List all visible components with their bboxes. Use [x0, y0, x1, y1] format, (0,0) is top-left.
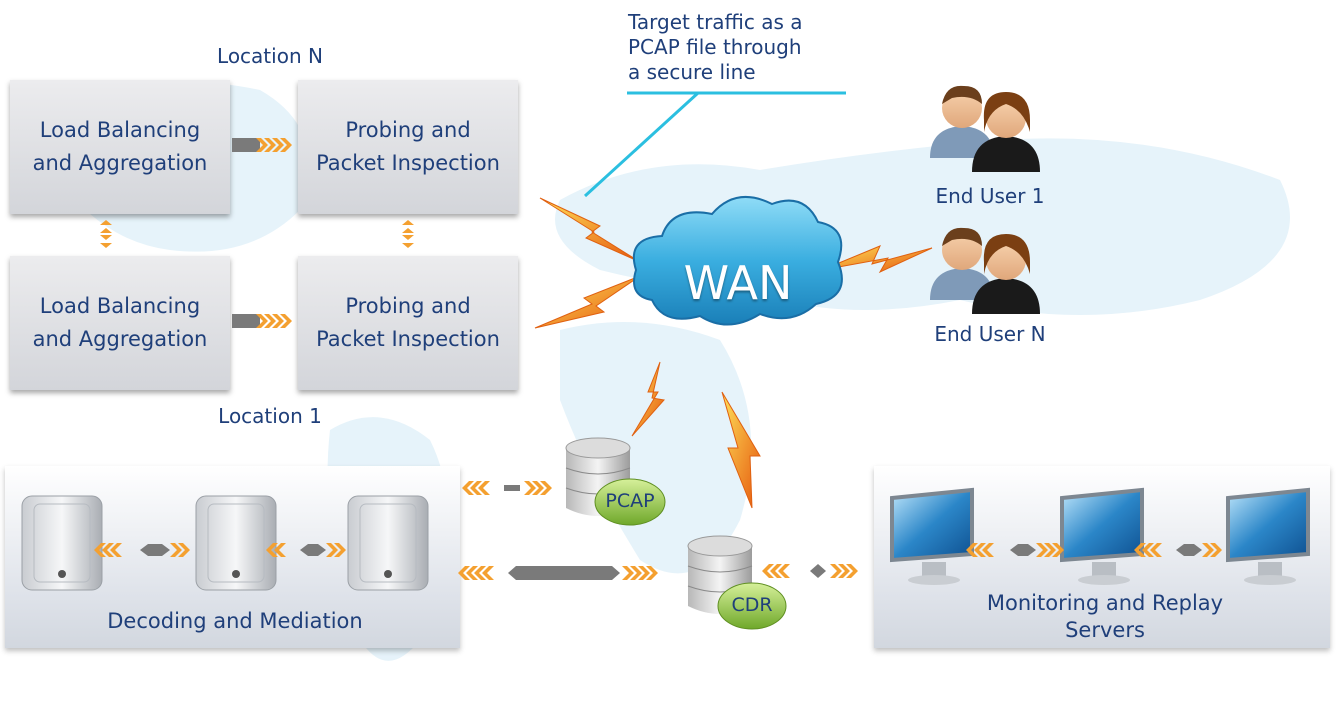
annotation-text: Target traffic as a PCAP file through a …	[628, 10, 858, 85]
probing-top-label: Probing and Packet Inspection	[316, 118, 500, 175]
monitor-3-icon	[1226, 487, 1310, 585]
arrow-lb-to-probe-top	[232, 138, 292, 152]
load-balancing-box-top: Load Balancing and Aggregation	[10, 80, 230, 214]
server-tower-3-icon	[347, 495, 429, 591]
annotation-line-1: Target traffic as a	[628, 10, 803, 34]
pcap-database-icon	[565, 437, 666, 526]
monitor-1-icon	[890, 487, 974, 585]
end-user-n-icon	[930, 227, 1040, 314]
arrow-lb-to-probe-bottom	[232, 314, 292, 328]
arrow-pcap-to-decoding	[462, 481, 552, 495]
probing-bottom-label: Probing and Packet Inspection	[316, 294, 500, 351]
cdr-label: CDR	[731, 594, 773, 616]
probing-box-top: Probing and Packet Inspection	[298, 80, 518, 214]
monitor-2-icon	[1060, 487, 1144, 585]
end-user-1-label: End User 1	[935, 184, 1045, 208]
bolt-right	[821, 245, 933, 274]
wan-label: WAN	[683, 256, 793, 310]
end-user-n-label: End User N	[934, 322, 1046, 346]
end-user-1-icon	[930, 85, 1040, 172]
location-n-label: Location N	[217, 44, 323, 68]
cdr-database-icon	[687, 535, 787, 630]
annotation-line-3: a secure line	[628, 60, 756, 84]
annotation-pointer	[583, 91, 846, 198]
load-balancing-box-bottom: Load Balancing and Aggregation	[10, 256, 230, 390]
location-1-label: Location 1	[218, 404, 322, 428]
bolt-to-pcap	[631, 361, 665, 437]
arrow-cdr-to-monitoring	[762, 564, 858, 578]
bolt-bottom-left	[534, 275, 641, 329]
load-balancing-top-label: Load Balancing and Aggregation	[32, 118, 208, 175]
arrow-server-1-2	[94, 543, 190, 557]
server-tower-2-icon	[195, 495, 277, 591]
arrow-cdr-to-decoding	[458, 566, 658, 580]
bolt-to-cdr	[721, 391, 761, 509]
arrow-server-2-3	[266, 543, 346, 557]
monitoring-label: Monitoring and Replay Servers	[986, 591, 1224, 642]
annotation-line-2: PCAP file through	[628, 35, 802, 59]
decoding-label: Decoding and Mediation	[107, 609, 363, 633]
server-tower-1-icon	[21, 495, 103, 591]
arrow-monitor-1-2	[966, 543, 1064, 557]
probing-box-bottom: Probing and Packet Inspection	[298, 256, 518, 390]
arrow-monitor-2-3	[1134, 543, 1222, 557]
load-balancing-bottom-label: Load Balancing and Aggregation	[32, 294, 208, 351]
vertical-arrow-left	[100, 220, 112, 248]
vertical-arrow-right	[402, 220, 414, 248]
wan-cloud-icon	[632, 196, 843, 326]
bolt-top-left	[539, 197, 641, 263]
pcap-label: PCAP	[605, 490, 655, 512]
